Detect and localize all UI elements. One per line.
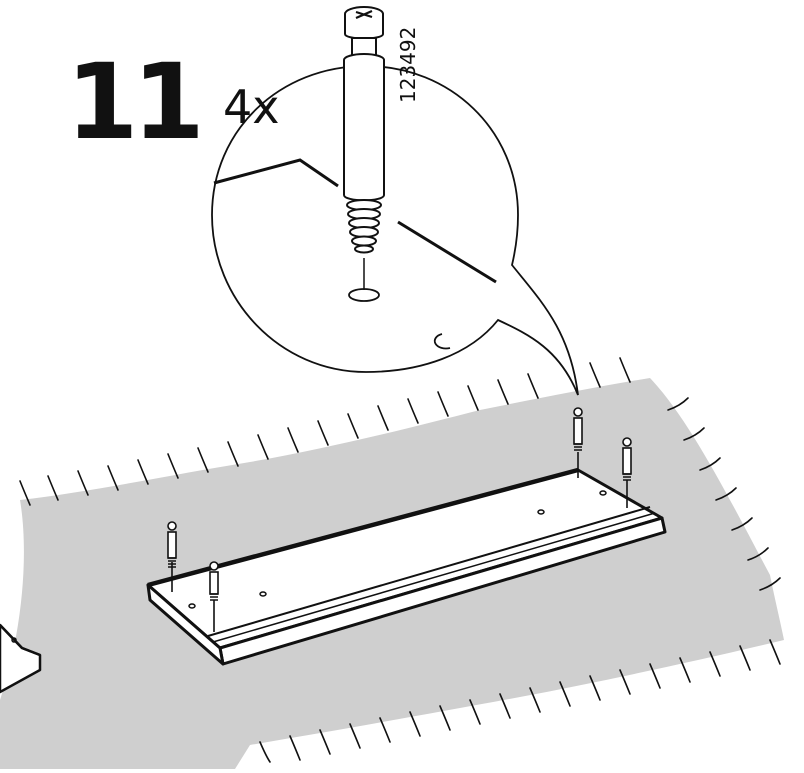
magnified-callout [211, 65, 579, 396]
board-side-edge [146, 583, 225, 666]
step-number: 11 [66, 41, 205, 163]
cloth-fringe-bottom [259, 639, 781, 763]
adjacent-board [0, 623, 42, 694]
cloth-fringe-top [19, 357, 631, 506]
cam-studs [167, 407, 632, 632]
callout-board-edge [213, 158, 339, 188]
part-number-label: 123492 [396, 26, 420, 103]
callout-bubble [211, 65, 579, 396]
board-groove [207, 506, 651, 637]
cam-stud-2 [209, 561, 219, 632]
cam-stud-4 [622, 437, 632, 508]
cloth-fringe-right [667, 397, 781, 591]
board-holes [188, 490, 607, 609]
cam-stud-1 [167, 521, 177, 592]
cam-stud-part [343, 6, 385, 254]
cam-stud-3 [573, 407, 583, 478]
shelf-board [146, 467, 667, 666]
quantity-label: 4x [223, 80, 280, 134]
